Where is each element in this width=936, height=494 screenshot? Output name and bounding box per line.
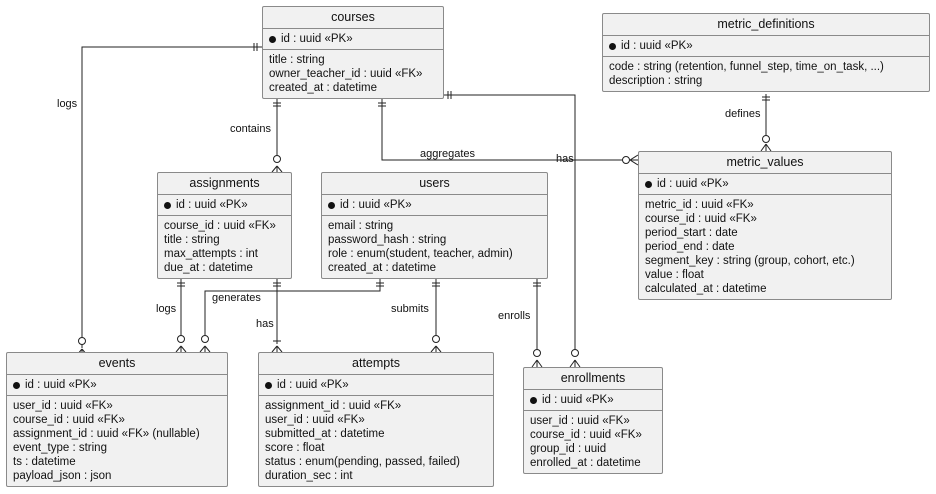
relation-label-logs-assignment: logs — [156, 303, 177, 315]
field: metric_id : uuid «FK» — [645, 199, 754, 211]
field: segment_key : string (group, cohort, etc… — [645, 255, 855, 267]
field: status : enum(pending, passed, failed) — [265, 456, 460, 468]
field: score : float — [265, 442, 325, 454]
relation-label-enrolls: enrolls — [498, 310, 531, 322]
entity-title: attempts — [259, 353, 493, 375]
entity-title: events — [7, 353, 227, 375]
entity-metric-definitions[interactable]: metric_definitions id : uuid «PK» code :… — [602, 13, 930, 92]
field: assignment_id : uuid «FK» — [265, 400, 402, 412]
relation-label-aggregates: aggregates — [420, 148, 476, 160]
primary-key-text: id : uuid «PK» — [621, 40, 693, 52]
field: submitted_at : datetime — [265, 428, 385, 440]
primary-key-row: id : uuid «PK» — [639, 174, 891, 195]
primary-key-icon — [164, 201, 171, 209]
relation-label-has-metric: has — [556, 153, 574, 165]
primary-key-icon — [645, 180, 652, 188]
primary-key-icon — [269, 35, 276, 43]
relation-label-contains: contains — [230, 123, 271, 135]
field: event_type : string — [13, 442, 107, 454]
relation-label-generates: generates — [212, 292, 261, 304]
entity-metric-values[interactable]: metric_values id : uuid «PK» metric_id :… — [638, 151, 892, 300]
primary-key-icon — [265, 381, 272, 389]
relation-label-defines: defines — [725, 108, 761, 120]
entity-events[interactable]: events id : uuid «PK» user_id : uuid «FK… — [6, 352, 228, 487]
primary-key-text: id : uuid «PK» — [277, 379, 349, 391]
field: user_id : uuid «FK» — [530, 415, 630, 427]
entity-enrollments[interactable]: enrollments id : uuid «PK» user_id : uui… — [523, 367, 663, 474]
line-courses-events — [81, 46, 262, 348]
field: ts : datetime — [13, 456, 76, 468]
field: period_end : date — [645, 241, 735, 253]
entity-title: courses — [263, 7, 443, 29]
entity-assignments[interactable]: assignments id : uuid «PK» course_id : u… — [157, 172, 292, 279]
entity-title: metric_definitions — [603, 14, 929, 36]
entity-title: enrollments — [524, 368, 662, 390]
primary-key-text: id : uuid «PK» — [340, 199, 412, 211]
field: email : string — [328, 220, 394, 232]
line-users-events — [204, 279, 381, 336]
field: period_start : date — [645, 227, 738, 239]
entity-courses[interactable]: courses id : uuid «PK» title : string ow… — [262, 6, 444, 99]
primary-key-text: id : uuid «PK» — [542, 394, 614, 406]
field: code : string (retention, funnel_step, t… — [609, 61, 884, 73]
field: payload_json : json — [13, 470, 112, 482]
field: enrolled_at : datetime — [530, 457, 641, 469]
primary-key-text: id : uuid «PK» — [281, 33, 353, 45]
primary-key-icon — [530, 396, 537, 404]
primary-key-row: id : uuid «PK» — [263, 29, 443, 50]
field: user_id : uuid «FK» — [13, 400, 113, 412]
field: user_id : uuid «FK» — [265, 414, 365, 426]
entity-attempts[interactable]: attempts id : uuid «PK» assignment_id : … — [258, 352, 494, 487]
entity-title: users — [322, 173, 547, 195]
primary-key-row: id : uuid «PK» — [259, 375, 493, 396]
field: max_attempts : int — [164, 248, 258, 260]
primary-key-text: id : uuid «PK» — [25, 379, 97, 391]
relation-label-has-attempt: has — [256, 318, 274, 330]
entity-fields: assignment_id : uuid «FK» user_id : uuid… — [259, 396, 493, 486]
primary-key-row: id : uuid «PK» — [7, 375, 227, 396]
entity-fields: course_id : uuid «FK» title : string max… — [158, 216, 291, 278]
entity-fields: metric_id : uuid «FK» course_id : uuid «… — [639, 195, 891, 299]
primary-key-icon — [609, 42, 616, 50]
field: group_id : uuid — [530, 443, 607, 455]
field: due_at : datetime — [164, 262, 253, 274]
primary-key-text: id : uuid «PK» — [657, 178, 729, 190]
field: role : enum(student, teacher, admin) — [328, 248, 513, 260]
field: duration_sec : int — [265, 470, 353, 482]
relation-label-logs-course: logs — [57, 98, 78, 110]
entity-fields: user_id : uuid «FK» course_id : uuid «FK… — [524, 411, 662, 473]
entity-fields: title : string owner_teacher_id : uuid «… — [263, 50, 443, 98]
field: password_hash : string — [328, 234, 447, 246]
primary-key-row: id : uuid «PK» — [603, 36, 929, 57]
primary-key-icon — [13, 381, 20, 389]
field: course_id : uuid «FK» — [530, 429, 642, 441]
primary-key-row: id : uuid «PK» — [524, 390, 662, 411]
line-courses-enrollments — [444, 94, 576, 350]
field: course_id : uuid «FK» — [164, 220, 276, 232]
entity-fields: user_id : uuid «FK» course_id : uuid «FK… — [7, 396, 227, 486]
primary-key-row: id : uuid «PK» — [158, 195, 291, 216]
field: owner_teacher_id : uuid «FK» — [269, 68, 423, 80]
field: course_id : uuid «FK» — [645, 213, 757, 225]
field: title : string — [269, 54, 325, 66]
field: course_id : uuid «FK» — [13, 414, 125, 426]
relation-label-submits: submits — [391, 303, 429, 315]
entity-fields: email : string password_hash : string ro… — [322, 216, 547, 278]
primary-key-row: id : uuid «PK» — [322, 195, 547, 216]
entity-title: assignments — [158, 173, 291, 195]
field: created_at : datetime — [269, 82, 378, 94]
primary-key-icon — [328, 201, 335, 209]
field: calculated_at : datetime — [645, 283, 767, 295]
entity-users[interactable]: users id : uuid «PK» email : string pass… — [321, 172, 548, 279]
primary-key-text: id : uuid «PK» — [176, 199, 248, 211]
entity-title: metric_values — [639, 152, 891, 174]
field: created_at : datetime — [328, 262, 437, 274]
field: value : float — [645, 269, 704, 281]
field: description : string — [609, 75, 703, 87]
field: title : string — [164, 234, 220, 246]
entity-fields: code : string (retention, funnel_step, t… — [603, 57, 929, 91]
field: assignment_id : uuid «FK» (nullable) — [13, 428, 200, 440]
line-courses-metric-values — [381, 99, 625, 161]
